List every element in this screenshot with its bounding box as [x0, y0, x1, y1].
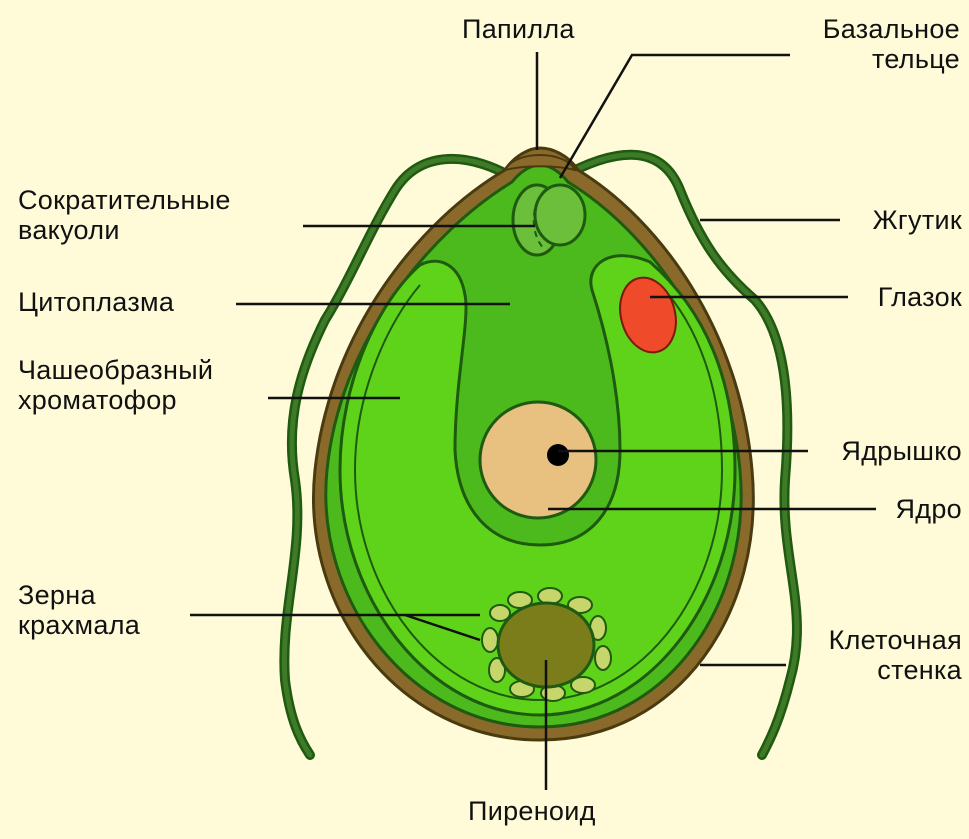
label-basal-body-line1: Базальное: [790, 14, 960, 44]
nucleolus: [547, 444, 569, 466]
label-cup-chromatophore-line1: Чашеобразный: [18, 355, 213, 385]
label-starch-grains-line1: Зерна: [18, 580, 140, 610]
label-eyespot: Глазок: [848, 282, 962, 312]
label-nucleolus: Ядрышко: [808, 436, 962, 466]
nucleus: [480, 402, 596, 518]
label-starch-grains-line2: крахмала: [18, 610, 140, 640]
label-flagellum: Жгутик: [840, 205, 962, 235]
label-cup-chromatophore-line2: хроматофор: [18, 385, 213, 415]
label-cytoplasm: Цитоплазма: [18, 287, 174, 317]
label-nucleus: Ядро: [876, 494, 962, 524]
label-cell-wall-line1: Клеточная: [786, 625, 962, 655]
label-basal-body-line2: тельце: [790, 44, 960, 74]
label-cell-wall: Клеточная стенка: [786, 625, 962, 685]
label-pyrenoid: Пиреноид: [468, 796, 596, 826]
label-contractile-vacuoles-line1: Сократительные: [18, 185, 231, 215]
label-cup-chromatophore: Чашеобразный хроматофор: [18, 355, 213, 415]
label-papilla: Папилла: [462, 14, 575, 44]
label-cell-wall-line2: стенка: [786, 655, 962, 685]
label-basal-body: Базальное тельце: [790, 14, 960, 74]
label-starch-grains: Зерна крахмала: [18, 580, 140, 640]
label-contractile-vacuoles: Сократительные вакуоли: [18, 185, 231, 245]
label-contractile-vacuoles-line2: вакуоли: [18, 215, 231, 245]
